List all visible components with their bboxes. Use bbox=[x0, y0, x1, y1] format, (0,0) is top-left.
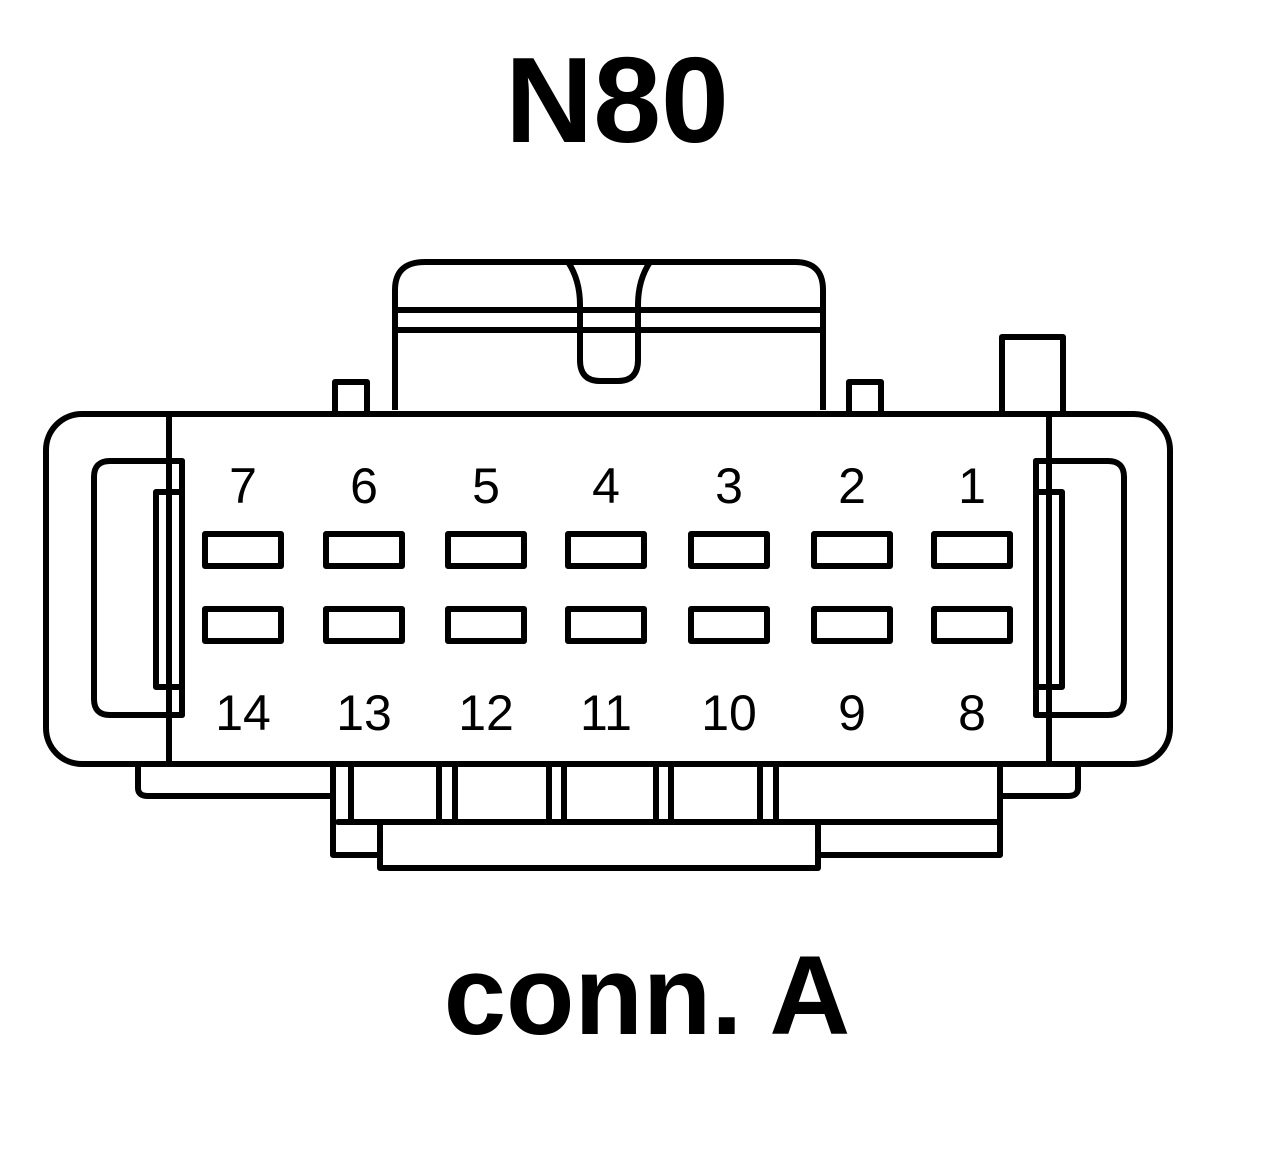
pin-cavity-3 bbox=[688, 531, 770, 569]
pin-cavity-14 bbox=[202, 606, 284, 644]
right-side-clip bbox=[1033, 458, 1127, 718]
pin-cavity-4 bbox=[565, 531, 647, 569]
pin-label-3: 3 bbox=[715, 458, 743, 514]
pin-cavity-8 bbox=[931, 606, 1013, 644]
pin-label-14: 14 bbox=[215, 685, 271, 741]
pin-label-13: 13 bbox=[336, 685, 392, 741]
pin-label-8: 8 bbox=[958, 685, 986, 741]
top-latch-housing bbox=[392, 259, 826, 410]
pin-cavity-7 bbox=[202, 531, 284, 569]
pin-label-5: 5 bbox=[472, 458, 500, 514]
latch-tab bbox=[565, 259, 653, 384]
connector-caption: conn. A bbox=[444, 933, 851, 1058]
pin-cavity-1 bbox=[931, 531, 1013, 569]
pin-label-6: 6 bbox=[350, 458, 378, 514]
left-side-clip bbox=[91, 458, 185, 718]
pin-label-9: 9 bbox=[838, 685, 866, 741]
main-housing bbox=[43, 411, 1173, 767]
pin-cavity-10 bbox=[688, 606, 770, 644]
pin-cavity-13 bbox=[323, 606, 405, 644]
pin-cavity-12 bbox=[445, 606, 527, 644]
pin-label-2: 2 bbox=[838, 458, 866, 514]
diagram-title: N80 bbox=[505, 32, 729, 168]
key-post bbox=[999, 334, 1066, 418]
right-post bbox=[846, 379, 884, 419]
pin-label-11: 11 bbox=[580, 685, 632, 741]
pin-label-4: 4 bbox=[592, 458, 620, 514]
pin-label-12: 12 bbox=[458, 685, 514, 741]
pin-cavity-9 bbox=[811, 606, 893, 644]
connector-body bbox=[43, 259, 1173, 871]
pin-label-7: 7 bbox=[229, 458, 257, 514]
pin-cavity-2 bbox=[811, 531, 893, 569]
pin-cavity-6 bbox=[323, 531, 405, 569]
left-post bbox=[332, 379, 370, 419]
pin-label-10: 10 bbox=[701, 685, 757, 741]
pin-cavity-5 bbox=[445, 531, 527, 569]
pin-cavity-11 bbox=[565, 606, 647, 644]
pin-grid: 7 6 5 4 3 2 1 14 13 12 11 10 9 8 bbox=[202, 458, 1013, 741]
bottom-lip bbox=[377, 819, 821, 871]
pin-label-1: 1 bbox=[958, 458, 986, 514]
